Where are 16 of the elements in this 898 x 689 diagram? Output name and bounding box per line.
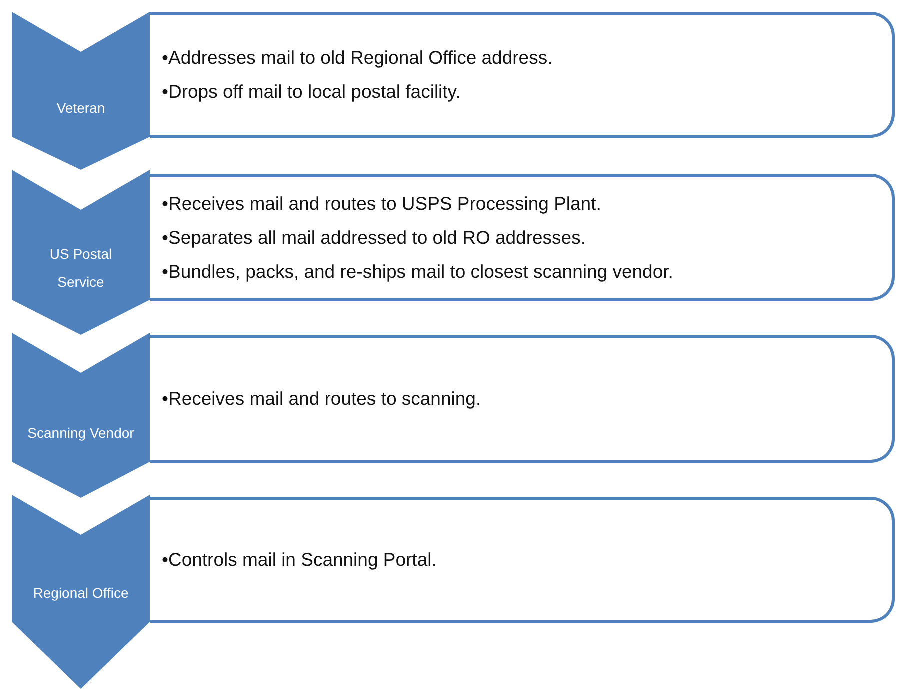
step-box [150,335,895,463]
bullet-text: •Receives mail and routes to USPS Processing Plant. [162,192,602,216]
bullet-text: •Controls mail in Scanning Portal. [162,548,438,572]
step-title: US Postal Service [48,245,114,292]
bullet-text: •Bundles, packs, and re-ships mail to closest scanning vendor. [162,260,674,284]
bullet-text: •Receives mail and routes to scanning. [162,387,482,411]
step-title: Scanning Vendor [26,424,136,443]
step-box [150,174,895,301]
bullet-text: •Separates all mail addressed to old RO addresses. [162,226,587,250]
bullet-text: •Addresses mail to old Regional Office address. [162,46,554,70]
stage-banner [12,495,150,689]
step-title: Veteran [56,99,106,118]
step-title: Regional Office [32,584,130,603]
step-box [150,12,895,138]
bullet-text: •Drops off mail to local postal facility. [162,80,462,104]
step-box [150,497,895,623]
